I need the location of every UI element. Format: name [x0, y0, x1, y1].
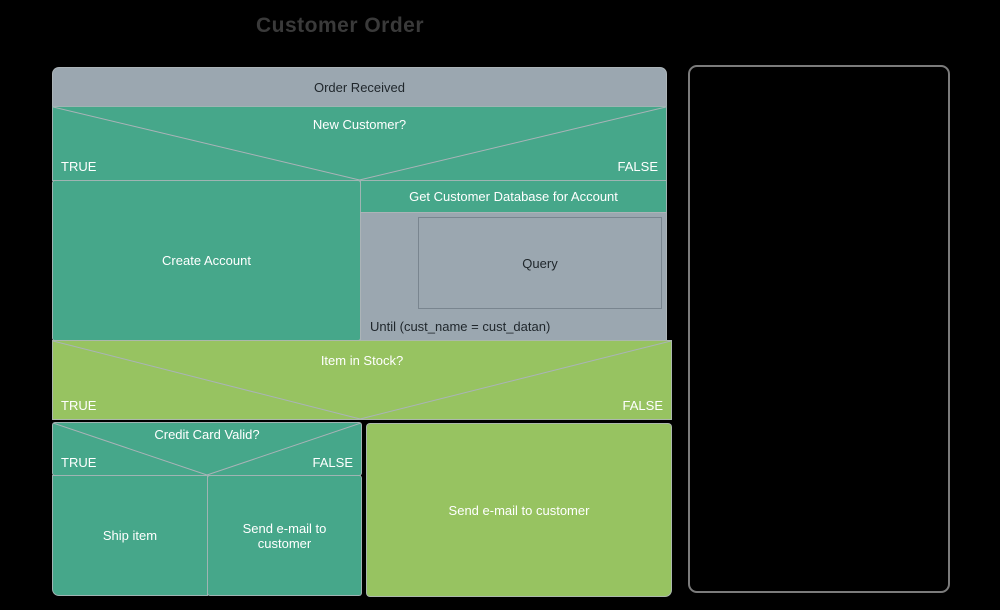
process-label: Create Account: [162, 253, 251, 268]
decision-item-in-stock[interactable]: Item in Stock? TRUE FALSE: [52, 340, 672, 420]
branch-true-label: TRUE: [61, 398, 97, 413]
process-label: Ship item: [102, 528, 158, 543]
rounded-rectangle-shape[interactable]: [688, 65, 950, 593]
decision-question: Item in Stock?: [320, 353, 404, 368]
loop-until-condition: Until (cust_name = cust_datan): [370, 319, 551, 334]
branch-true-label: TRUE: [61, 455, 97, 470]
loop-until-block[interactable]: Query Until (cust_name = cust_datan): [360, 212, 667, 341]
decision-new-customer[interactable]: New Customer? TRUE FALSE: [52, 106, 667, 181]
branch-false-label: FALSE: [312, 455, 353, 470]
process-order-received[interactable]: Order Received: [52, 67, 667, 107]
branch-false-label: FALSE: [622, 398, 663, 413]
process-create-account[interactable]: Create Account: [52, 180, 361, 341]
process-label: Send e-mail to customer: [242, 520, 327, 551]
decision-credit-card-valid[interactable]: Credit Card Valid? TRUE FALSE: [52, 422, 362, 476]
branch-true-label: TRUE: [61, 159, 97, 174]
process-label: Get Customer Database for Account: [409, 189, 618, 204]
decision-question: Credit Card Valid?: [154, 427, 260, 442]
process-label: Query: [522, 255, 558, 271]
decision-diagonals-icon: [53, 423, 361, 475]
decision-diagonals-icon: [53, 107, 666, 180]
process-send-email-credit[interactable]: Send e-mail to customer: [207, 475, 362, 596]
process-label: Order Received: [313, 79, 406, 95]
process-label: Send e-mail to customer: [448, 502, 590, 518]
branch-false-label: FALSE: [617, 159, 658, 174]
process-send-email-stock[interactable]: Send e-mail to customer: [366, 423, 672, 597]
process-get-customer-database[interactable]: Get Customer Database for Account: [360, 180, 667, 213]
decision-diagonals-icon: [53, 341, 671, 419]
process-ship-item[interactable]: Ship item: [52, 475, 208, 596]
loop-body-query[interactable]: Query: [418, 217, 662, 309]
diagram-title: Customer Order: [255, 14, 425, 37]
decision-question: New Customer?: [312, 117, 407, 132]
